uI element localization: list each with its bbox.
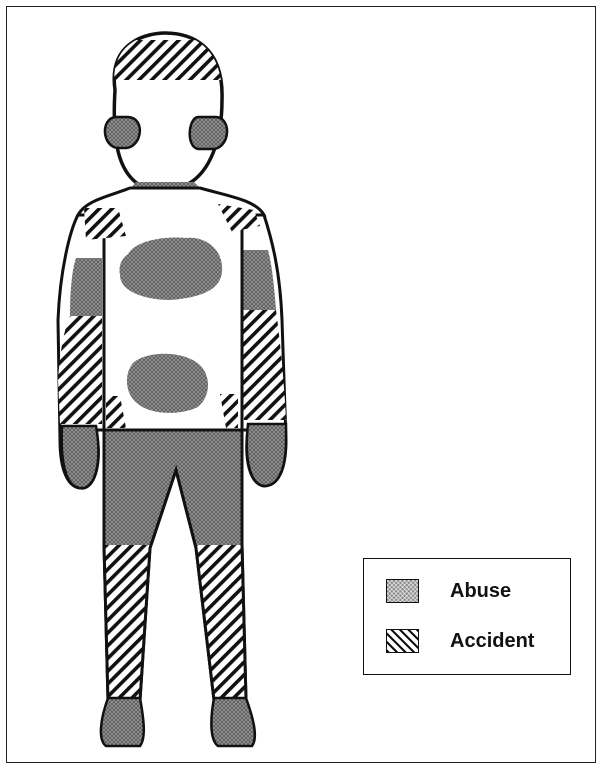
left-lower-leg-accident-zone <box>104 545 150 700</box>
legend-label: Accident <box>450 629 534 653</box>
left-upper-arm-abuse-zone <box>70 258 102 316</box>
left-hand-abuse-zone <box>62 426 99 488</box>
legend-item-abuse: Abuse <box>364 579 570 605</box>
hips-thighs-abuse-zone <box>104 430 242 545</box>
abuse-swatch <box>386 579 419 603</box>
accident-swatch <box>386 629 419 653</box>
left-ear <box>105 117 140 148</box>
left-foot-abuse-zone <box>101 698 144 746</box>
right-foot-abuse-zone <box>211 698 255 746</box>
right-ear <box>190 117 227 149</box>
legend-item-accident: Accident <box>364 629 570 655</box>
legend-label: Abuse <box>450 579 511 603</box>
right-hand-abuse-zone <box>247 424 286 486</box>
legend: Abuse Accident <box>363 558 571 675</box>
abdomen-abuse-zone <box>127 354 208 413</box>
